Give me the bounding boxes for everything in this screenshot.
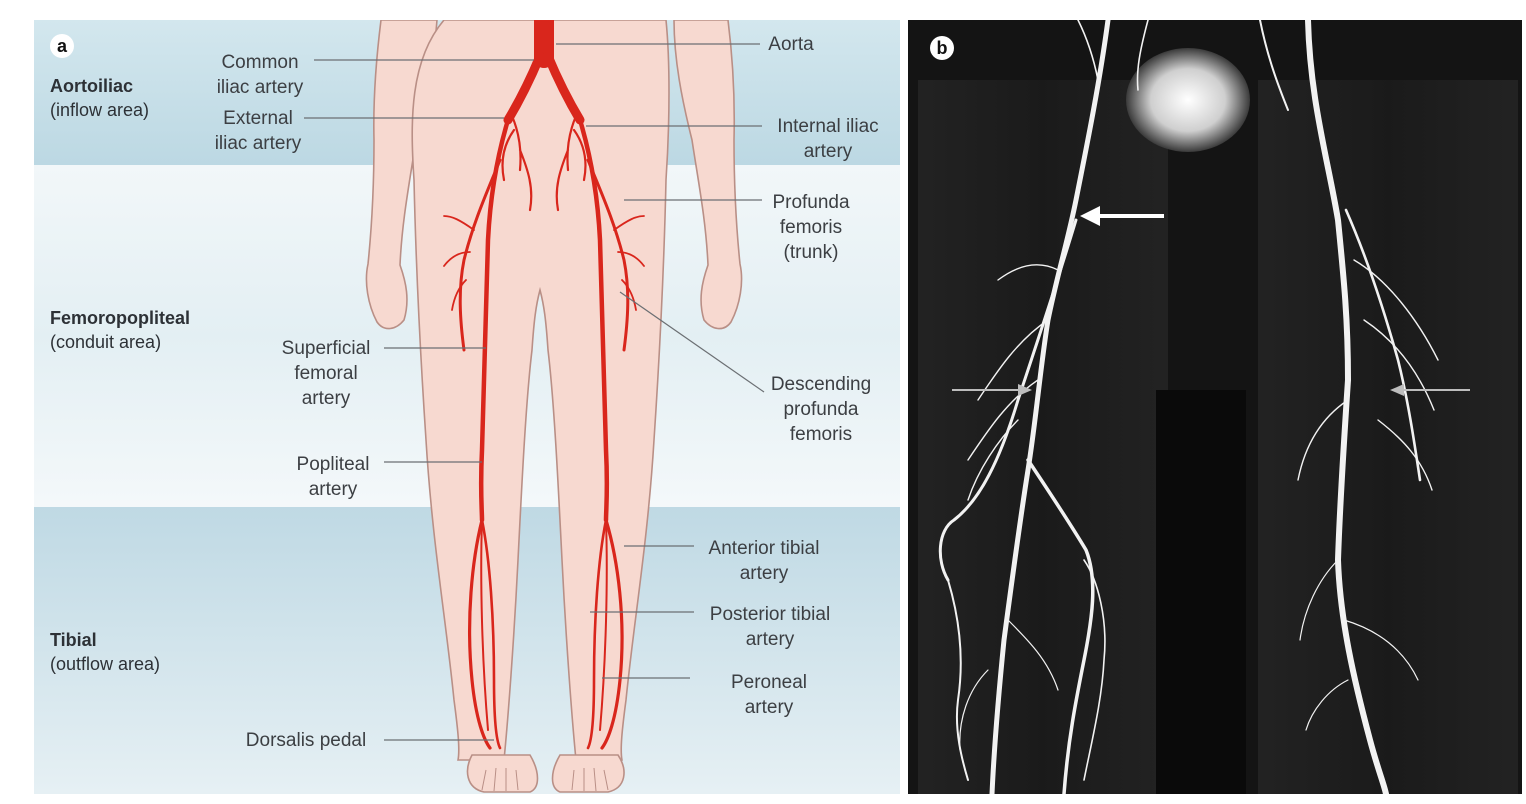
bladder-contrast <box>1126 48 1250 152</box>
label-aorta: Aorta <box>758 32 824 57</box>
panel-b-angiogram: b <box>908 20 1522 794</box>
region-tibial: Tibial (outflow area) <box>50 628 160 676</box>
region-femoropopliteal-subtitle: (conduit area) <box>50 332 161 352</box>
region-aortoiliac-subtitle: (inflow area) <box>50 100 149 120</box>
label-dorsalis-pedal: Dorsalis pedal <box>226 728 386 753</box>
region-femoropopliteal: Femoropopliteal (conduit area) <box>50 306 190 354</box>
region-aortoiliac-title: Aortoiliac <box>50 74 149 98</box>
region-tibial-title: Tibial <box>50 628 160 652</box>
panel-a-badge: a <box>50 34 74 58</box>
angiogram-image <box>908 20 1522 794</box>
region-femoropopliteal-title: Femoropopliteal <box>50 306 190 330</box>
region-aortoiliac: Aortoiliac (inflow area) <box>50 74 149 122</box>
region-tibial-subtitle: (outflow area) <box>50 654 160 674</box>
panel-b-badge: b <box>930 36 954 60</box>
panel-a-diagram: a Aortoiliac (inflow area) Femoropoplite… <box>34 20 900 794</box>
